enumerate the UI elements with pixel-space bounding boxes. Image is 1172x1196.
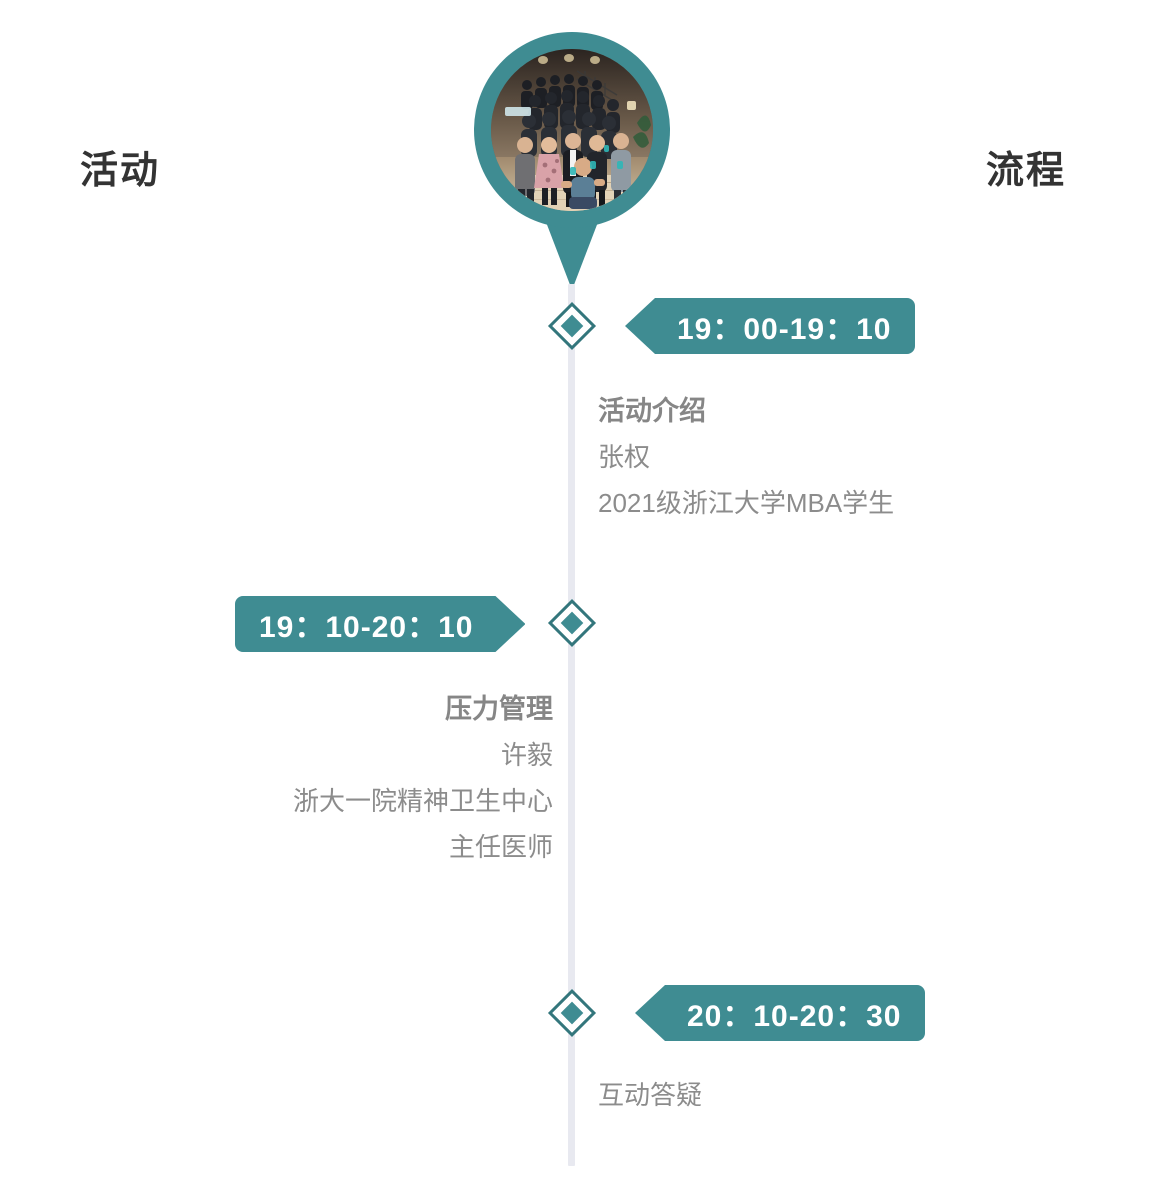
entry-title-3: 互动答疑 bbox=[598, 1080, 703, 1110]
time-badge-1: 19：00-19：10 bbox=[625, 298, 916, 354]
timeline-spine bbox=[568, 284, 575, 1166]
timeline-node-marker-2 bbox=[547, 598, 597, 648]
entry-line-2-0: 许毅 bbox=[500, 740, 553, 770]
entry-line-2-2: 主任医师 bbox=[448, 832, 553, 862]
entry-line-1-1: 2021级浙江大学MBA学生 bbox=[598, 488, 895, 518]
entry-title-1: 活动介绍 bbox=[598, 396, 706, 426]
timeline-entry-3: 互动答疑 bbox=[598, 1072, 702, 1118]
entry-title-2: 压力管理 bbox=[445, 694, 553, 724]
timeline-entry-1: 活动介绍 张权 2021级浙江大学MBA学生 bbox=[598, 388, 894, 526]
section-heading-activity: 活动 bbox=[80, 150, 161, 192]
timeline-entry-2: 压力管理 许毅 浙大一院精神卫生中心 主任医师 bbox=[293, 686, 553, 870]
entry-line-1-0: 张权 bbox=[598, 442, 651, 472]
hero-map-pin bbox=[474, 32, 670, 290]
section-heading-process: 流程 bbox=[986, 150, 1067, 192]
time-badge-2: 19：10-20：10 bbox=[235, 596, 525, 652]
timeline-node-marker-3 bbox=[547, 988, 597, 1038]
time-badge-3: 20：10-20：30 bbox=[635, 985, 926, 1041]
group-photo-image bbox=[491, 49, 653, 211]
entry-line-2-1: 浙大一院精神卫生中心 bbox=[292, 786, 553, 816]
timeline-node-marker-1 bbox=[547, 301, 597, 351]
